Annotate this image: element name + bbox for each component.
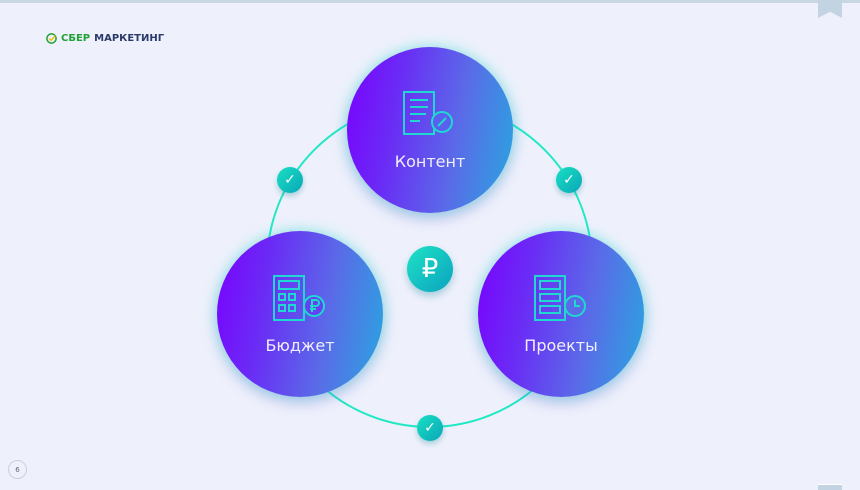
- page-number: 6: [8, 460, 27, 479]
- bookmark-bottom-icon[interactable]: [818, 484, 842, 490]
- check-icon: ✓: [417, 415, 443, 441]
- logo-sber: СБЕР: [61, 33, 91, 44]
- logo: СБЕР МАРКЕТИНГ: [46, 33, 164, 44]
- list-clock-icon: [534, 274, 586, 321]
- node-label: Проекты: [524, 335, 598, 355]
- logo-marketing: МАРКЕТИНГ: [94, 33, 165, 44]
- node-budget: Бюджет: [217, 231, 383, 397]
- document-edit-icon: [403, 90, 453, 135]
- calculator-ruble-icon: [273, 274, 325, 321]
- top-border: [0, 0, 860, 3]
- bookmark-icon[interactable]: [818, 0, 842, 18]
- check-icon: ✓: [277, 167, 303, 193]
- node-content: Контент: [347, 47, 513, 213]
- ruble-icon: ₽: [407, 246, 453, 292]
- sber-logo-icon: [46, 33, 57, 44]
- check-icon: ✓: [556, 167, 582, 193]
- node-label: Контент: [394, 151, 466, 171]
- node-label: Бюджет: [265, 335, 335, 355]
- node-projects: Проекты: [478, 231, 644, 397]
